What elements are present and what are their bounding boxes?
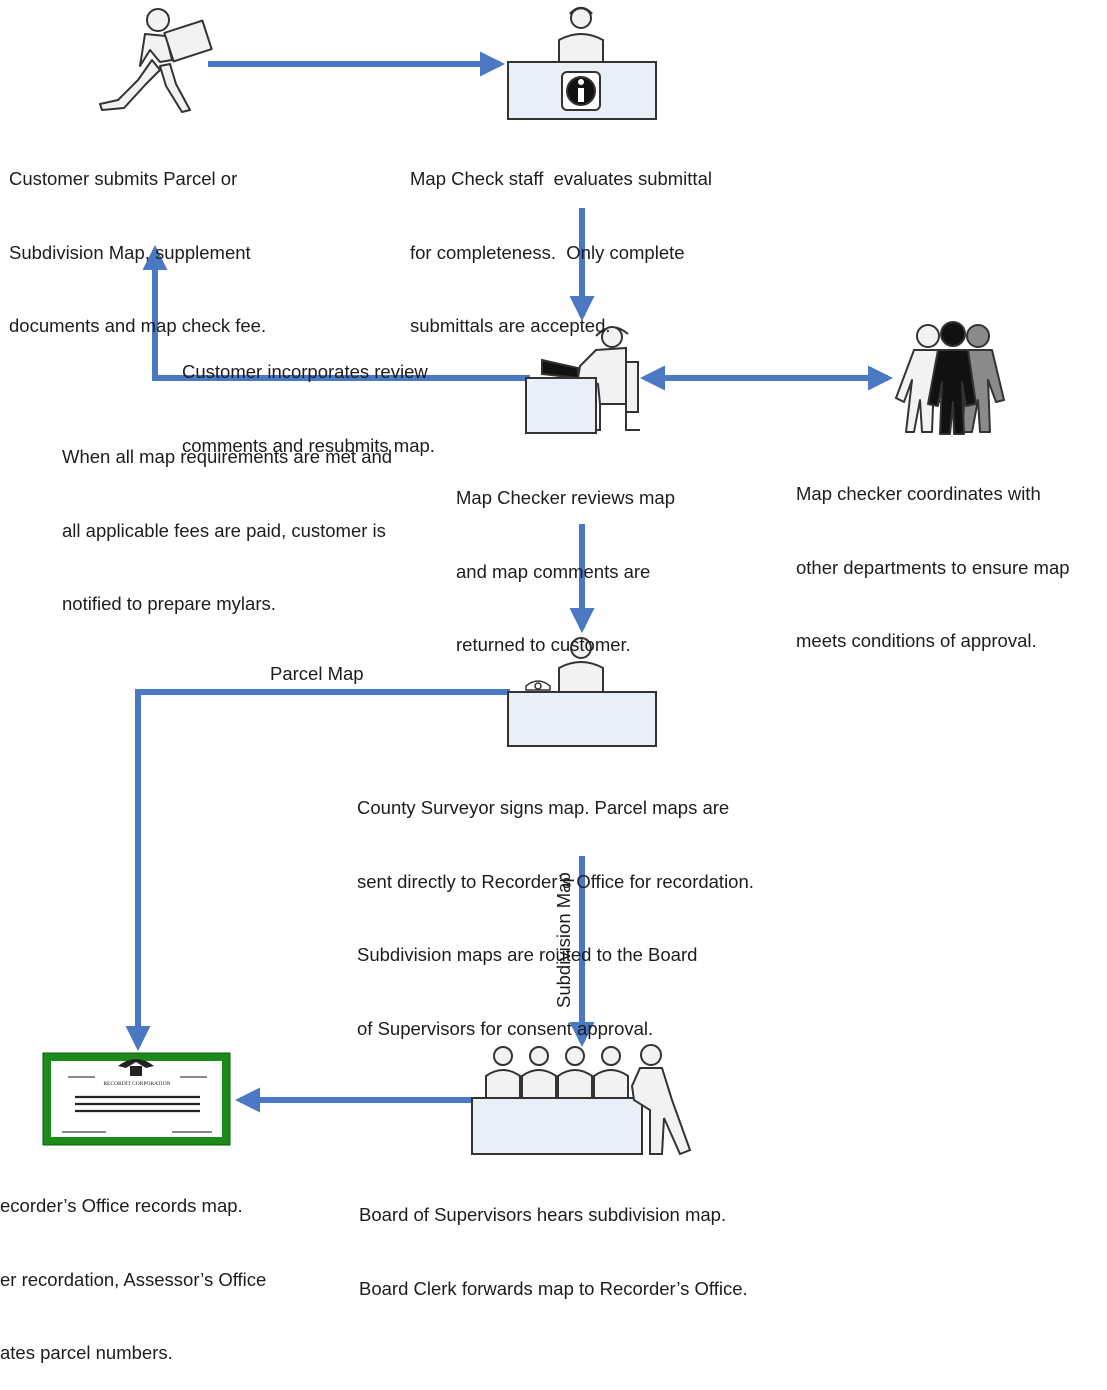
caption-customer-resubmits: Customer incorporates review comments an…	[182, 361, 435, 456]
telephone-icon	[525, 680, 551, 691]
running-customer-icon	[99, 8, 213, 113]
label-subdivision-map: Subdivision Map	[553, 872, 574, 1008]
recorder-certificate-icon: RECORDIT CORPORATION	[42, 1052, 231, 1146]
info-desk-icon	[507, 6, 657, 120]
caption-recorder-office: ecorder’s Office records map. er recorda…	[0, 1195, 267, 1363]
label-parcel-map: Parcel Map	[270, 663, 364, 684]
eagle-seal-icon	[118, 1059, 154, 1076]
caption-staff-evaluates: Map Check staff evaluates submittal for …	[410, 168, 712, 336]
map-checker-desk-icon	[525, 326, 640, 434]
caption-customer-notified: When all map requirements are met and al…	[62, 446, 393, 614]
process-flow-diagram: RECORDIT CORPORATION	[42, 6, 1005, 1156]
certificate-text: RECORDIT CORPORATION	[103, 1081, 170, 1087]
caption-board-of-supervisors: Board of Supervisors hears subdivision m…	[359, 1204, 748, 1299]
departments-people-icon	[895, 321, 1005, 435]
arrow-review-to-customer	[142, 244, 530, 381]
board-of-supervisors-icon	[471, 1044, 692, 1156]
caption-coordinates-departments: Map checker coordinates with other depar…	[796, 483, 1070, 651]
caption-map-checker-reviews: Map Checker reviews map and map comments…	[456, 487, 675, 655]
arrows	[125, 51, 894, 1113]
arrow-parcel-map	[125, 689, 510, 1052]
county-surveyor-desk-icon	[507, 637, 657, 747]
caption-county-surveyor: County Surveyor signs map. Parcel maps a…	[357, 797, 754, 1039]
caption-customer-submits: Customer submits Parcel or Subdivision M…	[9, 168, 267, 336]
